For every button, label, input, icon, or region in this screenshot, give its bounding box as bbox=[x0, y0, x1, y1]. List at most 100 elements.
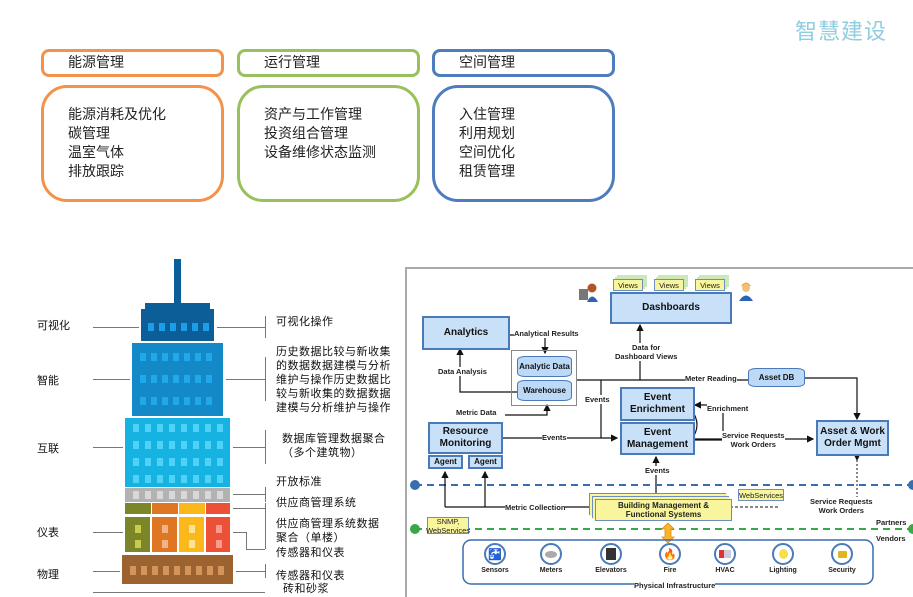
building-window bbox=[181, 424, 187, 432]
infra-hvac: HVAC bbox=[705, 543, 745, 574]
label-vendor-aggregation: 供应商管理系统数据 聚合（单楼） bbox=[276, 517, 380, 545]
text-line: 供应商管理系统数据 bbox=[276, 517, 380, 530]
text-line: 较与新收集的数据数据 bbox=[276, 387, 391, 400]
agent-box: Agent bbox=[468, 455, 503, 469]
building-window bbox=[218, 566, 224, 575]
building-window bbox=[169, 475, 175, 483]
page-title: 智慧建设 bbox=[795, 20, 888, 45]
connector-line bbox=[93, 327, 139, 328]
building-window bbox=[140, 397, 146, 405]
label-visual-operations: 可视化操作 bbox=[276, 315, 334, 328]
building-window bbox=[206, 375, 212, 383]
vendor-band-yellow bbox=[179, 503, 205, 514]
list-item: 投资组合管理 bbox=[264, 126, 348, 142]
building-window bbox=[133, 424, 139, 432]
building-window bbox=[205, 475, 211, 483]
building-window bbox=[205, 458, 211, 466]
building-window bbox=[217, 424, 223, 432]
building-window bbox=[205, 441, 211, 449]
text-line: Enrichment bbox=[629, 404, 685, 415]
connector-line bbox=[246, 549, 265, 550]
connector-line bbox=[233, 508, 265, 509]
building-window bbox=[173, 353, 179, 361]
label-bricks-mortar: 砖和砂浆 bbox=[283, 582, 329, 595]
building-window bbox=[145, 458, 151, 466]
text-line: Resource bbox=[442, 426, 489, 437]
views-card: Views bbox=[695, 279, 725, 291]
text-line: Building Management & bbox=[617, 501, 710, 510]
infra-label: Fire bbox=[663, 567, 677, 574]
connector-line bbox=[217, 327, 265, 328]
events-label: Events bbox=[585, 395, 610, 404]
building-window bbox=[169, 441, 175, 449]
meter-reading-label: Meter Reading bbox=[685, 374, 737, 383]
connector-line bbox=[93, 571, 120, 572]
building-window bbox=[157, 475, 163, 483]
connector-line bbox=[93, 379, 130, 380]
building-window bbox=[181, 323, 187, 331]
building-top-crown bbox=[145, 303, 210, 311]
building-connectivity-layer bbox=[125, 418, 230, 487]
list-item: 温室气体 bbox=[68, 145, 124, 161]
building-window bbox=[217, 475, 223, 483]
label-database-aggregation: 数据库管理数据聚合 （多个建筑物） bbox=[282, 432, 386, 460]
infra-label: Elevators bbox=[595, 567, 627, 574]
label-sensors-meters: 传感器和仪表 bbox=[276, 546, 345, 559]
building-window bbox=[181, 475, 187, 483]
infra-elevators: Elevators bbox=[591, 543, 631, 574]
label-visualization: 可视化 bbox=[37, 319, 70, 332]
operations-management-card: 资产与工作管理 投资组合管理 设备维修状态监测 bbox=[237, 85, 420, 202]
infra-security: Security bbox=[822, 543, 862, 574]
infra-lighting: Lighting bbox=[763, 543, 803, 574]
building-window bbox=[130, 566, 136, 575]
building-window bbox=[152, 566, 158, 575]
building-window bbox=[133, 441, 139, 449]
label-open-standards: 开放标准 bbox=[276, 475, 322, 488]
building-window bbox=[205, 424, 211, 432]
building-window bbox=[217, 491, 223, 499]
building-window bbox=[216, 525, 222, 533]
space-management-header: 空间管理 bbox=[432, 49, 615, 77]
webservices-callout: WebServices bbox=[738, 489, 784, 501]
connector-line bbox=[233, 532, 247, 533]
bracket-line bbox=[265, 564, 266, 578]
building-standards-layer bbox=[125, 488, 230, 502]
list-item: 能源消耗及优化 bbox=[68, 107, 166, 123]
hvac-icon bbox=[714, 543, 736, 565]
building-window bbox=[162, 525, 168, 533]
building-window bbox=[193, 458, 199, 466]
building-window bbox=[181, 458, 187, 466]
text-line: 数据库管理数据聚合 bbox=[282, 432, 386, 445]
list-item: 资产与工作管理 bbox=[264, 107, 362, 123]
building-spire bbox=[174, 259, 181, 305]
agent-box: Agent bbox=[428, 455, 463, 469]
elevator-icon bbox=[600, 543, 622, 565]
building-window bbox=[145, 475, 151, 483]
building-window bbox=[133, 458, 139, 466]
data-analysis-label: Data Analysis bbox=[438, 367, 487, 376]
text-line: Data for bbox=[632, 343, 661, 352]
building-window bbox=[169, 491, 175, 499]
building-window bbox=[193, 475, 199, 483]
operations-management-header: 运行管理 bbox=[237, 49, 420, 77]
partners-label: Partners bbox=[876, 518, 907, 527]
analytics-box: Analytics bbox=[422, 316, 510, 350]
building-management-box: Building Management &Functional Systems bbox=[595, 499, 732, 521]
building-window bbox=[184, 353, 190, 361]
metric-data-label: Metric Data bbox=[456, 408, 497, 417]
building-window bbox=[184, 397, 190, 405]
physical-infrastructure-label: Physical Infrastructure bbox=[634, 581, 716, 590]
connector-line bbox=[233, 447, 265, 448]
analytic-data-cylinder: Analytic Data bbox=[517, 356, 572, 377]
list-item: 利用规划 bbox=[459, 126, 515, 142]
text-line: Event bbox=[643, 426, 672, 438]
bracket-line bbox=[265, 316, 266, 338]
space-management-card: 入住管理 利用规划 空间优化 租赁管理 bbox=[432, 85, 615, 202]
text-line: WebServices bbox=[425, 525, 471, 535]
building-window bbox=[151, 353, 157, 361]
building-window bbox=[181, 441, 187, 449]
building-window bbox=[193, 424, 199, 432]
building-window bbox=[159, 323, 165, 331]
vendor-band-orange bbox=[152, 503, 178, 514]
snmp-webservices-callout: SNMP,WebServices bbox=[425, 517, 471, 535]
